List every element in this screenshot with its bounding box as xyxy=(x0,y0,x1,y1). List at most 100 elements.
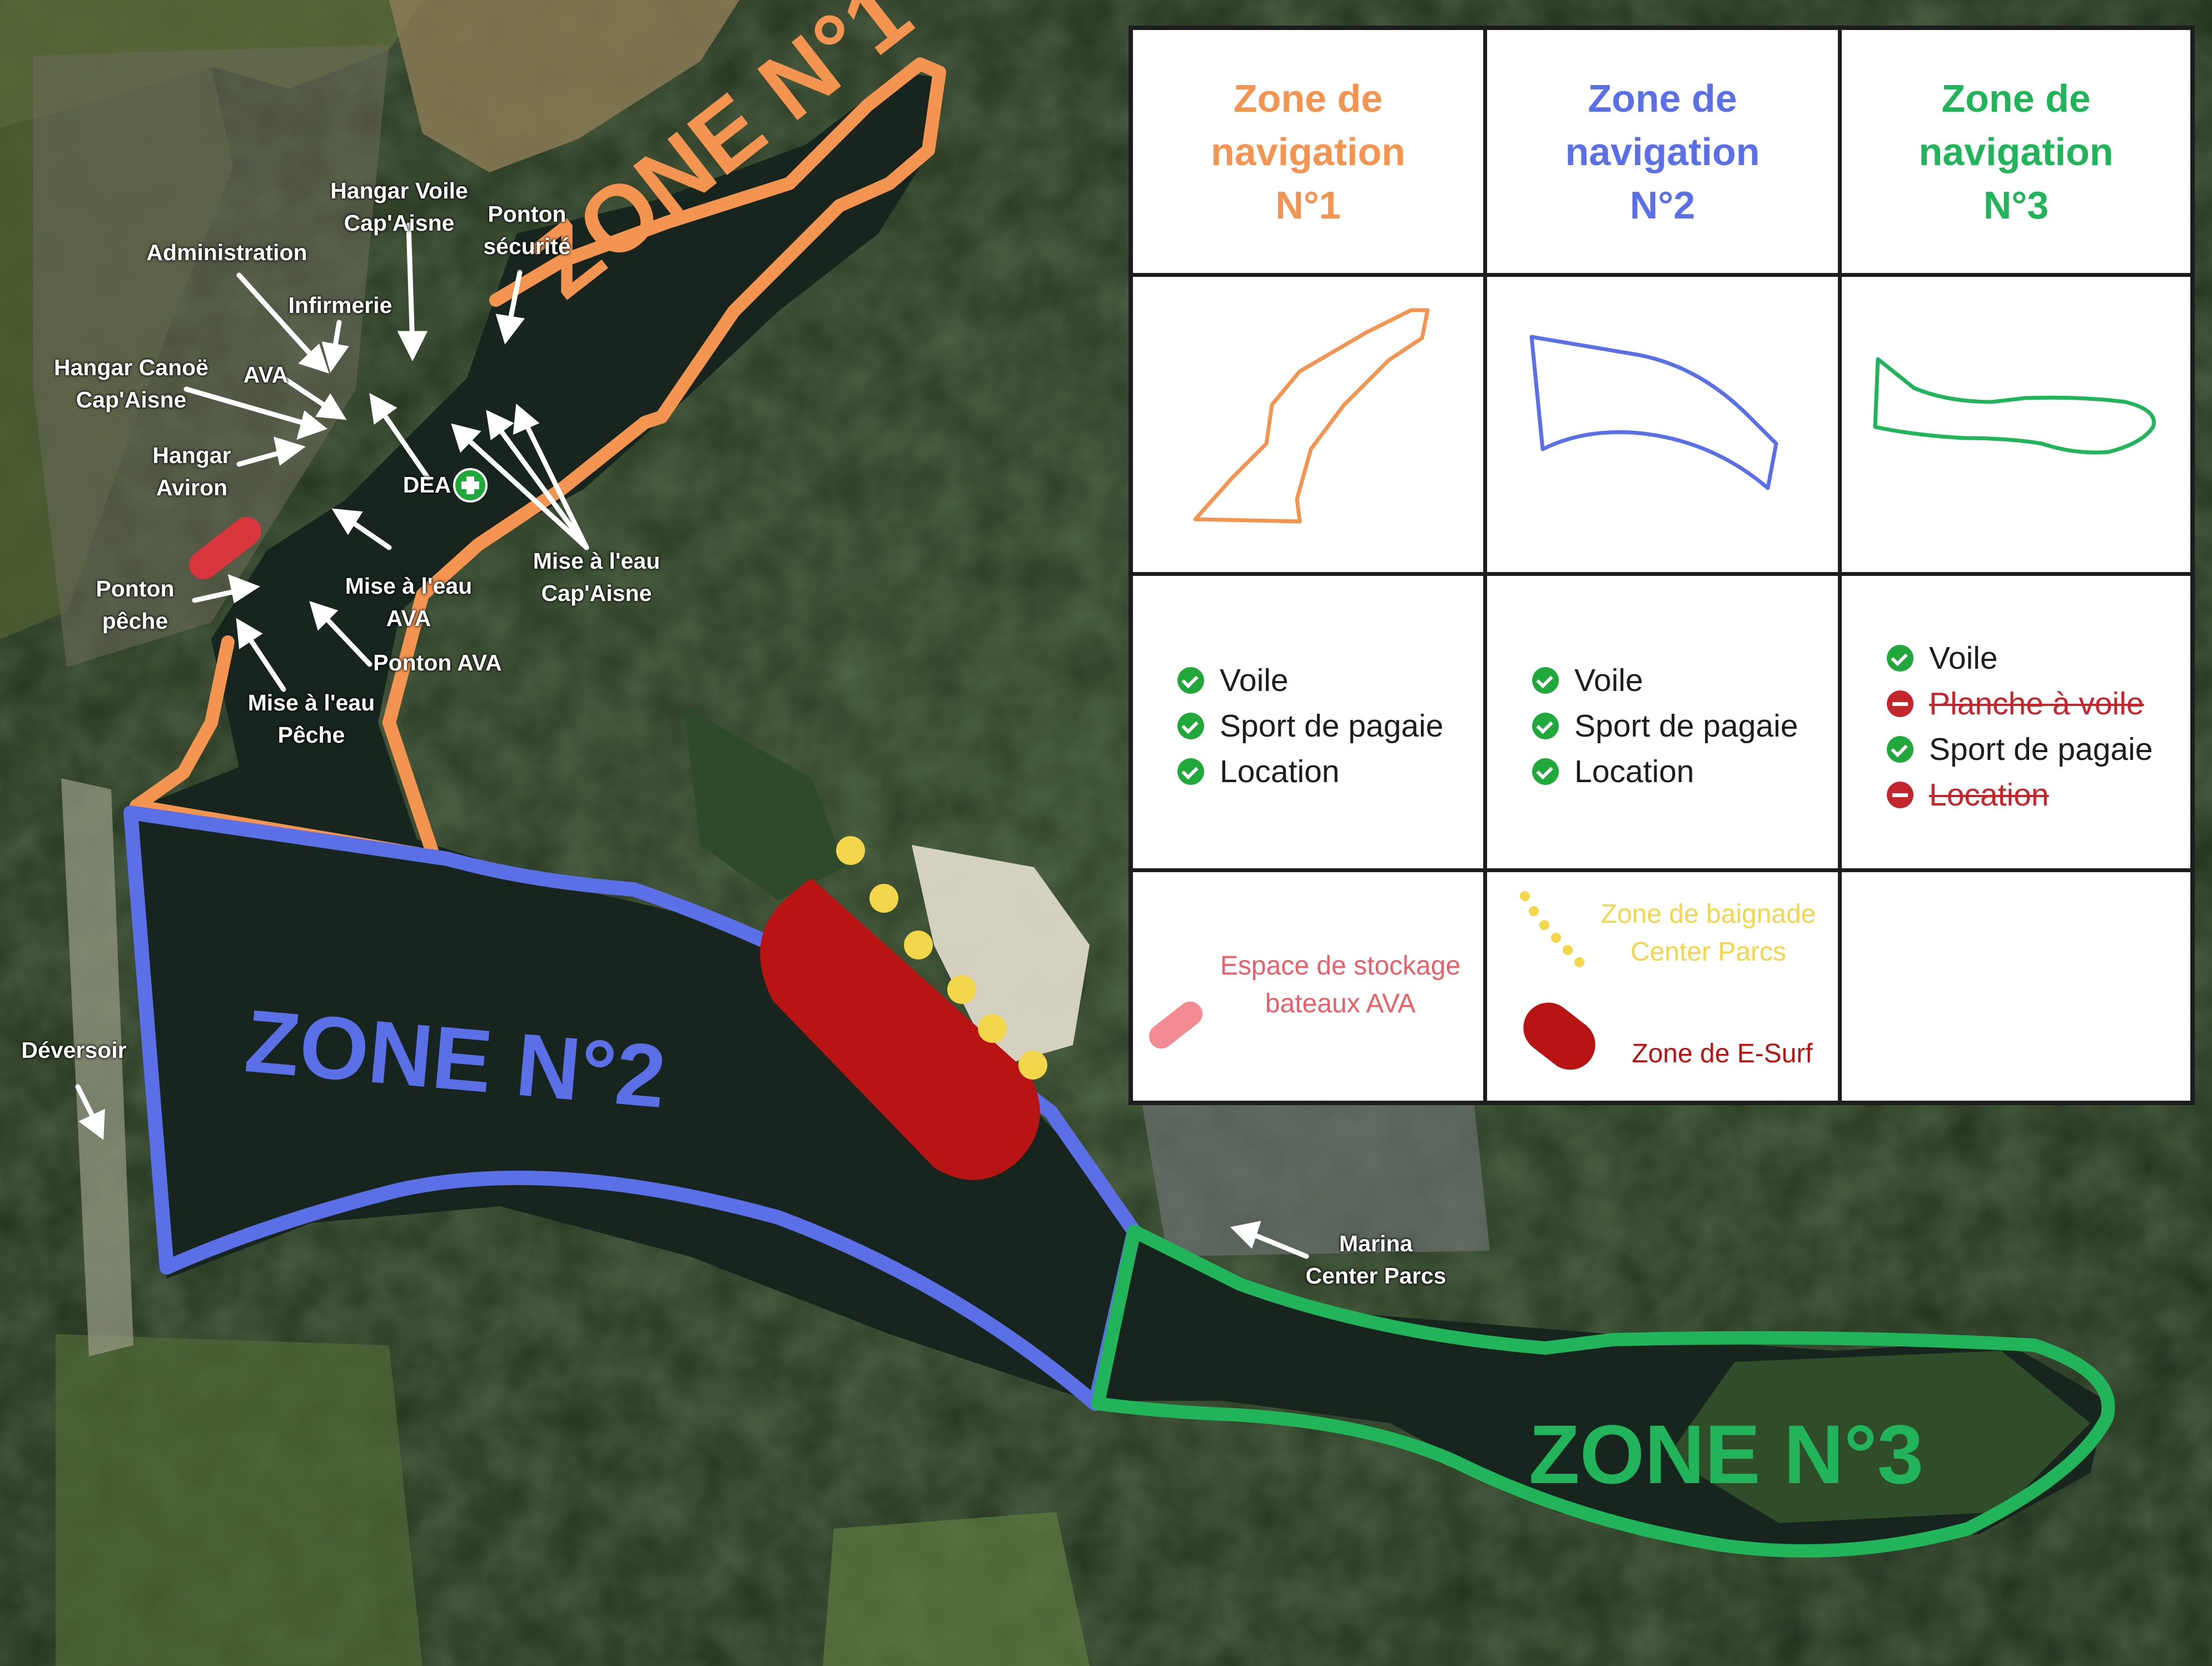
activity-label: Voile xyxy=(1574,663,1643,698)
label-administration: Administration xyxy=(146,240,307,265)
legend-key-bathing-label: Zone de baignade Center Parcs xyxy=(1578,896,1839,971)
activity-item: Voile xyxy=(1887,636,1998,680)
field xyxy=(823,1512,1090,1666)
field xyxy=(56,1334,422,1666)
field xyxy=(389,0,739,172)
legend-divider xyxy=(1133,273,2190,277)
label-hangar-canoe: Hangar Canoë Cap'Aisne xyxy=(54,355,208,412)
label-mise-eau-capaisne: Mise à l'eau Cap'Aisne xyxy=(533,548,660,606)
town xyxy=(33,44,389,667)
legend-title-line: navigation xyxy=(1565,130,1760,173)
check-icon xyxy=(1887,645,1913,672)
legend-key-esurf-shape xyxy=(1523,1002,1595,1070)
activity-label: Sport de pagaie xyxy=(1929,732,2153,767)
zone-1-outline xyxy=(382,57,946,863)
bathing-dot xyxy=(1529,906,1539,916)
bathing-dot xyxy=(1551,933,1561,943)
legend-key-bathing-dots xyxy=(1520,891,1595,1070)
legend-zone-3-shape xyxy=(1873,357,2156,455)
activity-item: Sport de pagaie xyxy=(1532,704,1798,748)
first-aid-cross-bar xyxy=(466,476,474,494)
bathing-dot xyxy=(1520,891,1530,901)
label-hangar-voile: Hangar Voile Cap'Aisne xyxy=(330,178,468,236)
activity-item: Location xyxy=(1532,749,1694,794)
label-ponton-peche: Ponton pêche xyxy=(96,576,175,634)
map-arrows xyxy=(75,222,1309,1259)
check-icon xyxy=(1887,736,1913,763)
dam xyxy=(61,778,133,1356)
label-mise-eau-peche: Mise à l'eau Pêche xyxy=(247,690,375,748)
bathing-dot-group xyxy=(1520,891,1584,967)
forbidden-icon xyxy=(1887,782,1913,808)
zone-1-shape-outline xyxy=(1193,308,1430,524)
legend-zone-1-title: Zone de navigation N°1 xyxy=(1133,30,1483,273)
legend-zone-2-title: Zone de navigation N°2 xyxy=(1487,30,1838,273)
activity-label: Sport de pagaie xyxy=(1574,708,1798,744)
activity-label: Planche à voile xyxy=(1929,686,2144,722)
activity-item-forbidden: Location xyxy=(1887,773,2049,817)
bathing-dot xyxy=(869,884,898,913)
activity-label: Voile xyxy=(1929,640,1998,676)
legend-title-line: navigation xyxy=(1210,130,1406,173)
legend-title-line: Zone de xyxy=(1233,76,1383,120)
bathing-zone-dots xyxy=(836,836,1047,1080)
zone-2-outline xyxy=(123,805,1141,1411)
label-dea: DEA xyxy=(402,472,451,498)
beach xyxy=(912,845,1090,1067)
label-ava: AVA xyxy=(243,362,289,387)
activity-label: Location xyxy=(1574,754,1694,789)
activity-item: Location xyxy=(1177,749,1340,794)
lake-vegetation xyxy=(1668,1351,2090,1523)
activity-item: Sport de pagaie xyxy=(1887,727,2153,772)
zone-3-label: ZONE N°3 xyxy=(1529,1408,1924,1501)
label-ponton-securite: Ponton sécurité xyxy=(483,201,571,259)
label-hangar-aviron: Hangar Aviron xyxy=(152,442,231,500)
activity-label: Location xyxy=(1220,754,1340,789)
bathing-dot xyxy=(947,975,976,1004)
esurf-zone xyxy=(760,878,1040,1180)
bathing-dot xyxy=(978,1014,1007,1043)
legend-key-line: Center Parcs xyxy=(1630,937,1787,967)
legend-zone-2-shape xyxy=(1529,335,1778,490)
legend-title-line: Zone de xyxy=(1588,76,1737,120)
bathing-dot xyxy=(1563,945,1573,955)
bathing-dot xyxy=(904,931,933,959)
activity-item: Voile xyxy=(1532,658,1643,703)
bathing-dot xyxy=(1018,1051,1047,1080)
check-icon xyxy=(1532,667,1559,694)
label-mise-eau-ava: Mise à l'eau AVA xyxy=(345,573,473,631)
bathing-dot xyxy=(1539,920,1549,930)
activity-label: Voile xyxy=(1220,663,1289,698)
bathing-dot xyxy=(836,836,865,865)
legend-title-line: Zone de xyxy=(1941,76,2091,120)
legend-key-storage-marker xyxy=(1144,996,1207,1054)
check-icon xyxy=(1177,758,1204,785)
legend-divider xyxy=(1133,572,2190,576)
zone-2-shape-outline xyxy=(1529,335,1778,490)
forbidden-icon xyxy=(1887,690,1913,717)
legend-title-line: N°3 xyxy=(1983,183,2049,227)
label-infirmerie: Infirmerie xyxy=(288,292,392,318)
zone-1-inlet xyxy=(130,635,235,813)
check-icon xyxy=(1532,758,1559,785)
activity-label: Location xyxy=(1929,777,2049,813)
legend-title-line: N°2 xyxy=(1629,183,1696,227)
check-icon xyxy=(1177,667,1204,694)
zone-3-outline xyxy=(1091,1225,2115,1558)
legend-key-storage-label: Espace de stockage bateaux AVA xyxy=(1199,947,1482,1023)
lake-vegetation xyxy=(684,706,845,901)
ava-storage-marker xyxy=(189,516,261,580)
legend-key-line: Espace de stockage xyxy=(1220,951,1461,981)
legend-title-line: N°1 xyxy=(1275,183,1341,227)
activity-item: Voile xyxy=(1177,658,1289,703)
activity-label: Sport de pagaie xyxy=(1220,708,1444,744)
legend-zone-1-shape xyxy=(1193,308,1430,524)
activity-item: Sport de pagaie xyxy=(1177,704,1443,748)
legend-title-line: navigation xyxy=(1918,130,2114,173)
legend-divider xyxy=(1133,868,2190,872)
bathing-dot xyxy=(1574,957,1584,967)
built-area xyxy=(1140,1090,1490,1256)
legend-key-line: Zone de baignade xyxy=(1600,899,1816,929)
legend-key-esurf-label: Zone de E-Surf xyxy=(1632,1039,1813,1068)
legend-table: Zone de navigation N°1 Zone de navigatio… xyxy=(1129,26,2195,1105)
